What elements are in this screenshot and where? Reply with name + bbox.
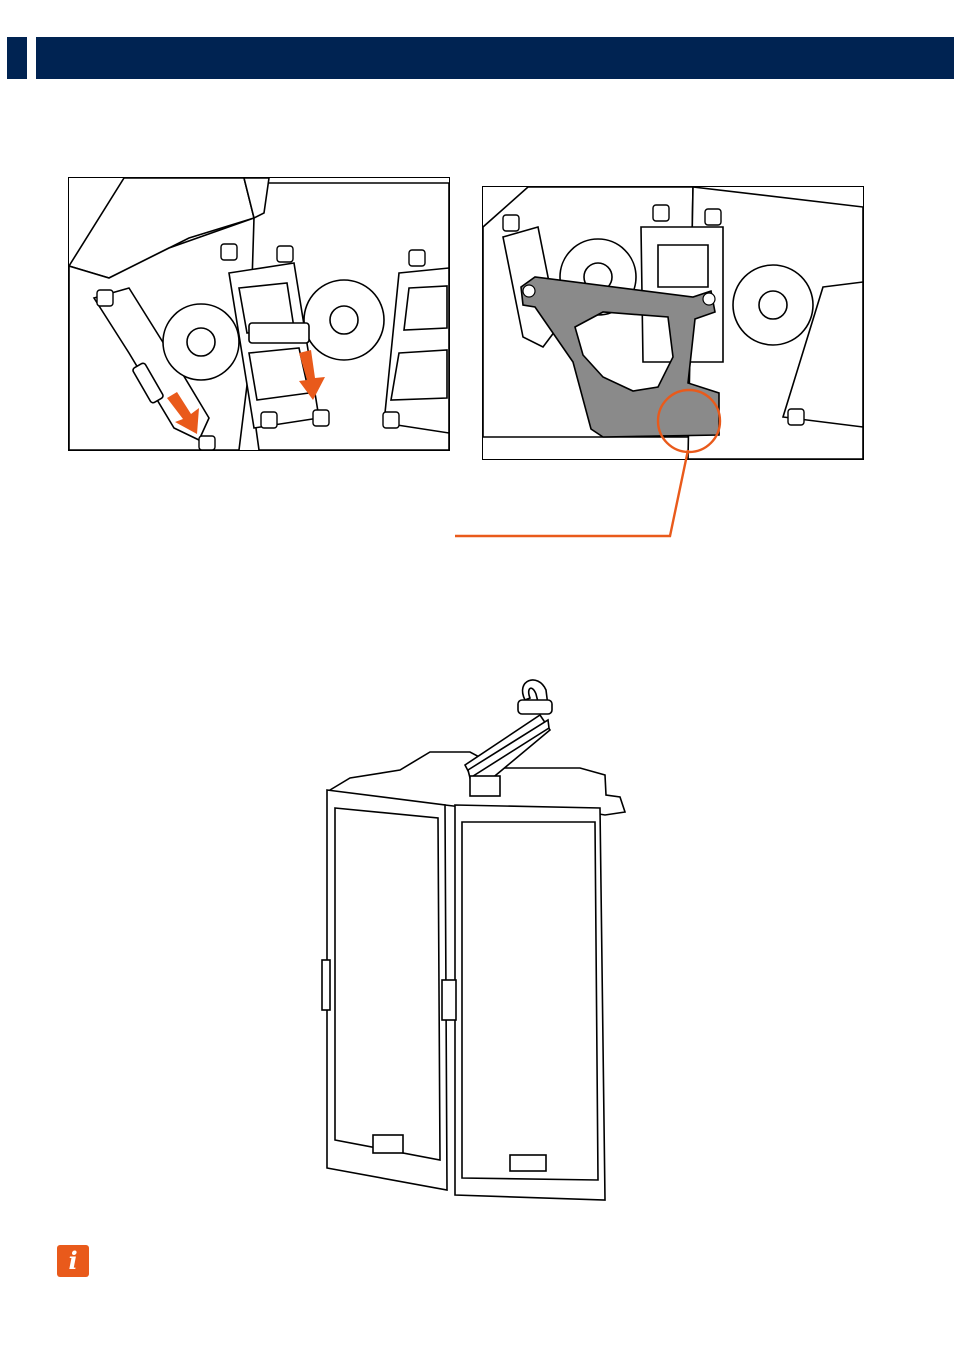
figure-bracket-detail bbox=[482, 186, 864, 460]
info-icon: i bbox=[57, 1245, 89, 1277]
header-bar bbox=[36, 37, 954, 79]
figure-pin-release bbox=[68, 177, 450, 451]
header-tab bbox=[7, 37, 27, 79]
